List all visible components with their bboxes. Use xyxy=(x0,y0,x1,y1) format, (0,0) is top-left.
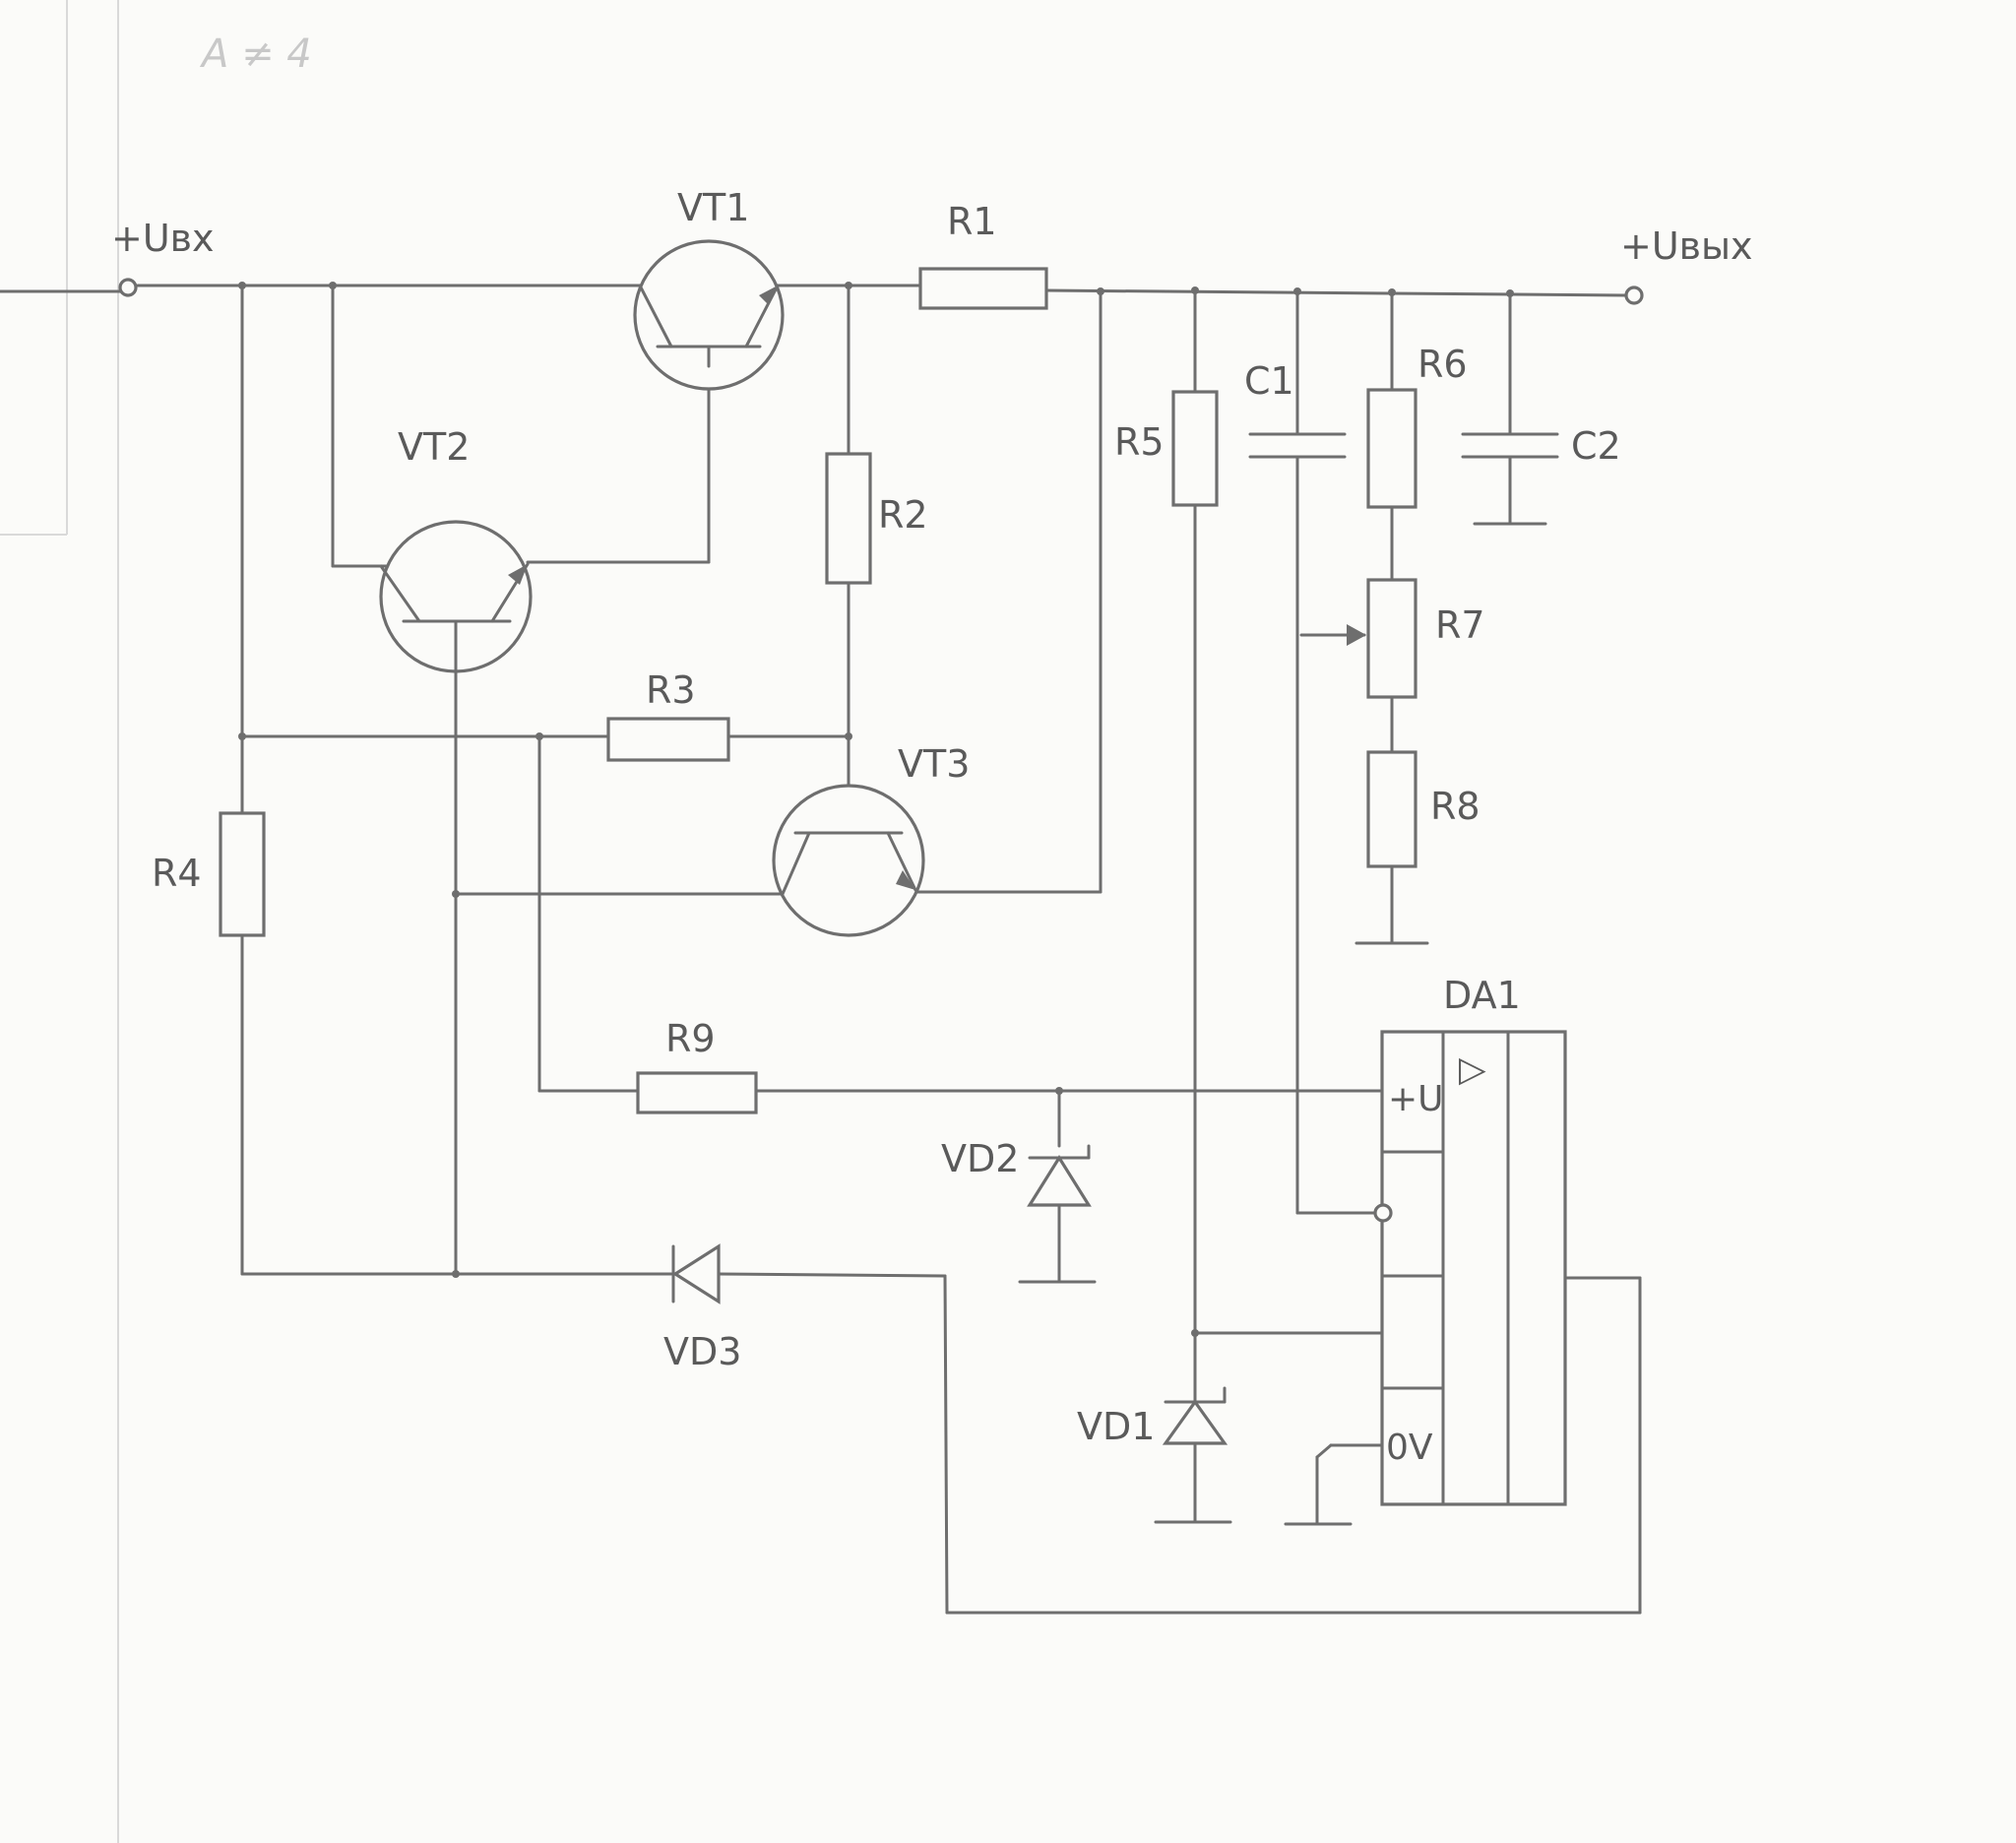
da1-pin-supply: +U xyxy=(1388,1079,1444,1119)
resistor-r2: R2 xyxy=(825,452,928,585)
wiring xyxy=(0,284,1642,1615)
transistor-vt2: VT2 xyxy=(379,425,533,681)
r4-label: R4 xyxy=(152,852,202,895)
r8-label: R8 xyxy=(1430,785,1480,828)
output-label: +Uвых xyxy=(1620,224,1753,268)
c1-label: C1 xyxy=(1244,359,1294,403)
output-terminal: +Uвых xyxy=(1620,224,1753,305)
r6-label: R6 xyxy=(1418,343,1468,386)
input-label: +Uвх xyxy=(111,217,215,260)
capacitor-c1: C1 xyxy=(1244,359,1347,459)
resistor-r8: R8 xyxy=(1366,750,1480,868)
vd3-label: VD3 xyxy=(663,1330,741,1373)
vt1-label: VT1 xyxy=(677,186,749,229)
transistor-vt1: VT1 xyxy=(633,186,785,391)
ic-da1: +U 0V ▷ DA1 xyxy=(1373,974,1567,1506)
diode-vd3: VD3 xyxy=(663,1243,741,1373)
vd1-label: VD1 xyxy=(1077,1405,1155,1448)
resistor-r5: R5 xyxy=(1114,390,1219,507)
c2-label: C2 xyxy=(1571,424,1621,468)
da1-pin-ground: 0V xyxy=(1386,1428,1433,1468)
zener-vd2: VD2 xyxy=(941,1137,1092,1207)
resistor-r3: R3 xyxy=(606,668,730,762)
vt3-label: VT3 xyxy=(898,742,970,786)
resistor-r7: R7 xyxy=(1299,578,1485,699)
paper-margins xyxy=(0,0,119,1843)
r3-label: R3 xyxy=(646,668,696,712)
resistor-r1: R1 xyxy=(918,200,1048,310)
capacitor-c2: C2 xyxy=(1461,424,1621,468)
r7-label: R7 xyxy=(1435,604,1485,647)
r1-label: R1 xyxy=(947,200,997,243)
junctions xyxy=(238,282,1514,1337)
da1-label: DA1 xyxy=(1443,974,1521,1017)
da1-amp-symbol: ▷ xyxy=(1459,1049,1486,1090)
vt2-label: VT2 xyxy=(398,425,470,469)
r9-label: R9 xyxy=(665,1017,716,1060)
vd2-label: VD2 xyxy=(941,1137,1019,1180)
resistor-r9: R9 xyxy=(636,1017,758,1114)
r5-label: R5 xyxy=(1114,420,1165,464)
resistor-r6: R6 xyxy=(1366,343,1468,509)
corner-note: A ≠ 4 xyxy=(199,32,312,77)
r2-label: R2 xyxy=(878,493,928,537)
zener-vd1: VD1 xyxy=(1077,1386,1228,1448)
transistor-vt3: VT3 xyxy=(772,742,970,937)
input-terminal: +Uвх xyxy=(111,217,215,297)
resistor-r4: R4 xyxy=(152,811,266,937)
